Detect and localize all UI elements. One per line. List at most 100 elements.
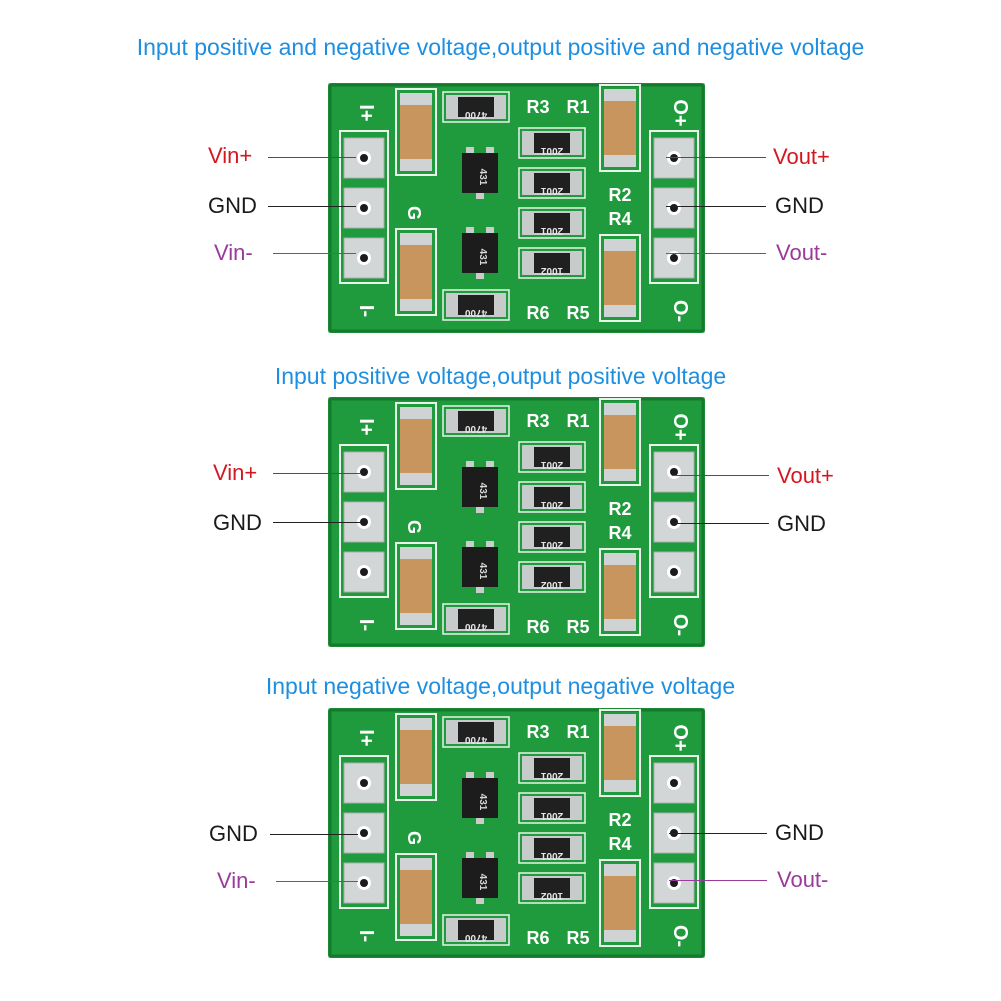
- leader-line-vout-minus: [669, 880, 767, 881]
- capacitor-c1-terminal: [400, 159, 432, 171]
- resistor-r1-body: [534, 447, 570, 467]
- transistor-q2-body: [462, 547, 498, 587]
- capacitor-c3-body: [604, 726, 636, 780]
- transistor-q2-lead: [466, 852, 474, 860]
- capacitor-c4-body: [604, 876, 636, 930]
- resistor-bottom-code: 4700: [464, 307, 487, 318]
- leader-line-vout-plus: [666, 157, 766, 158]
- output-pad-3-hole-center: [670, 568, 678, 576]
- transistor-q2-lead: [466, 541, 474, 549]
- transistor-q2-lead: [476, 896, 484, 904]
- label-vin-minus: Vin-: [217, 868, 256, 893]
- output-pad-1-hole-center: [670, 779, 678, 787]
- transistor-q2-code: 431: [477, 249, 488, 266]
- capacitor-c4-terminal: [604, 619, 636, 631]
- capacitor-c4-outline: [599, 234, 641, 322]
- resistor-r3-code: 2001: [540, 539, 563, 550]
- silk-r2: R2: [608, 499, 631, 519]
- input-pad-1-hole-center: [360, 779, 368, 787]
- pcb-board-2-image: I+I-O+O-G470047002001200120011002431431R…: [328, 397, 705, 647]
- capacitor-c4-outline: [599, 548, 641, 636]
- transistor-q2-lead: [486, 852, 494, 860]
- leader-line-gnd-out: [672, 523, 769, 524]
- pcb-substrate: [328, 708, 705, 958]
- resistor-r2-body: [534, 487, 570, 507]
- silk-r4: R4: [608, 209, 631, 229]
- capacitor-c3-terminal: [604, 469, 636, 481]
- capacitor-c2-terminal: [400, 924, 432, 936]
- label-gnd-out: GND: [775, 193, 824, 218]
- resistor-bottom-outline: [442, 914, 510, 946]
- resistor-r3-code: 2001: [540, 850, 563, 861]
- silk-r6: R6: [526, 617, 549, 637]
- transistor-q1-lead: [466, 772, 474, 780]
- resistor-r4-code: 1002: [540, 265, 563, 276]
- label-vout-minus: Vout-: [776, 240, 828, 265]
- resistor-top-code: 4700: [464, 734, 487, 745]
- silk-r3: R3: [526, 411, 549, 431]
- resistor-top-code: 4700: [464, 423, 487, 434]
- resistor-r1-code: 2001: [540, 145, 563, 156]
- capacitor-c1-terminal: [400, 718, 432, 730]
- leader-line-vin-minus: [273, 253, 356, 254]
- input-pad-2-hole-center: [360, 518, 368, 526]
- resistor-r2-body: [534, 798, 570, 818]
- capacitor-c1-body: [400, 419, 432, 473]
- output-minus-mark: O-: [669, 614, 691, 636]
- silk-r6: R6: [526, 303, 549, 323]
- capacitor-c4-terminal: [604, 305, 636, 317]
- silk-r6: R6: [526, 928, 549, 948]
- resistor-r4-body: [534, 253, 570, 273]
- transistor-q1-code: 431: [477, 483, 488, 500]
- pcb-board-3-image: I+I-O+O-G470047002001200120011002431431R…: [328, 708, 705, 958]
- ground-mark: G: [404, 206, 424, 220]
- resistor-r4-code: 1002: [540, 579, 563, 590]
- capacitor-c2-terminal: [400, 233, 432, 245]
- resistor-r2-outline: [518, 167, 586, 199]
- output-pad-1-hole-center: [670, 154, 678, 162]
- resistor-r3-body: [534, 838, 570, 858]
- resistor-r2-outline: [518, 481, 586, 513]
- input-pad-3-hole-center: [360, 254, 368, 262]
- input-pad-2-hole-center: [360, 204, 368, 212]
- silk-r1: R1: [566, 722, 589, 742]
- resistor-r1-outline: [518, 441, 586, 473]
- label-vout-minus: Vout-: [777, 867, 829, 892]
- input-header-outline: [339, 755, 389, 909]
- transistor-q1-lead: [486, 772, 494, 780]
- resistor-bottom-outline: [442, 289, 510, 321]
- input-pad-3-hole-center: [360, 879, 368, 887]
- transistor-q2-code: 431: [477, 563, 488, 580]
- silk-r4: R4: [608, 523, 631, 543]
- leader-line-vin-plus: [273, 473, 361, 474]
- transistor-q2-lead: [486, 541, 494, 549]
- input-minus-mark: I-: [355, 930, 377, 942]
- input-pad-1-hole-center: [360, 154, 368, 162]
- label-gnd-in: GND: [209, 821, 258, 846]
- label-gnd-out: GND: [775, 820, 824, 845]
- pcb-board-1-image: I+I-O+O-G470047002001200120011002431431R…: [328, 83, 705, 333]
- pcb-edge: [328, 83, 705, 333]
- leader-line-gnd-out: [669, 833, 767, 834]
- resistor-r4-body: [534, 567, 570, 587]
- resistor-top-body: [458, 97, 494, 117]
- resistor-bottom-code: 4700: [464, 621, 487, 632]
- resistor-r3-outline: [518, 832, 586, 864]
- capacitor-c1-outline: [395, 88, 437, 176]
- pcb-substrate: [328, 397, 705, 647]
- silk-r2: R2: [608, 185, 631, 205]
- capacitor-c1-terminal: [400, 473, 432, 485]
- output-pad-2-hole-center: [670, 518, 678, 526]
- resistor-r4-code: 1002: [540, 890, 563, 901]
- resistor-r4-outline: [518, 561, 586, 593]
- pcb-layer: I+I-O+O-G470047002001200120011002431431R…: [328, 397, 705, 647]
- capacitor-c4-terminal: [604, 239, 636, 251]
- transistor-q2-lead: [476, 271, 484, 279]
- resistor-r1-body: [534, 133, 570, 153]
- resistor-r1-outline: [518, 752, 586, 784]
- capacitor-c4-terminal: [604, 930, 636, 942]
- resistor-r2-code: 2001: [540, 499, 563, 510]
- resistor-bottom-code: 4700: [464, 932, 487, 943]
- leader-line-gnd-out: [666, 206, 766, 207]
- output-plus-mark: O+: [669, 99, 691, 126]
